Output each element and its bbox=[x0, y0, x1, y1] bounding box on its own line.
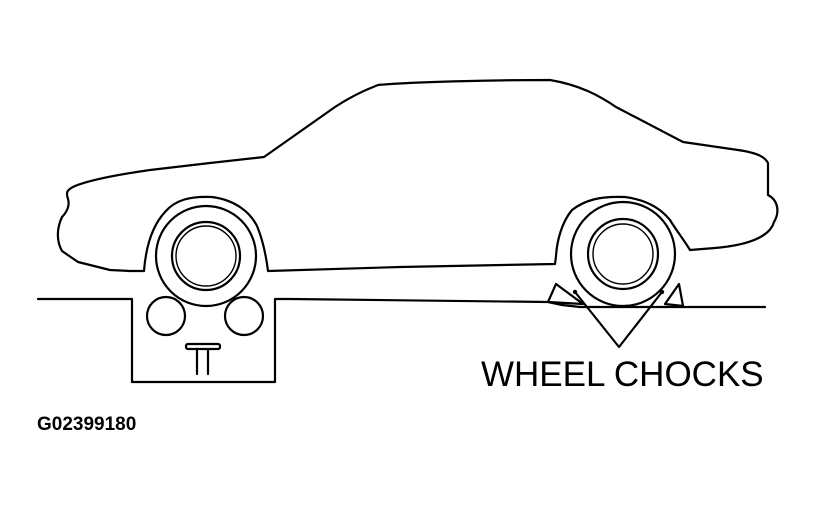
front-wheel-chock bbox=[546, 282, 585, 306]
rear-wheel-chock bbox=[663, 282, 685, 308]
pit-right-circle bbox=[223, 295, 265, 337]
rear-wheel bbox=[154, 204, 258, 308]
ground-line bbox=[36, 297, 767, 384]
lift-jack bbox=[184, 342, 222, 376]
front-wheel bbox=[569, 200, 677, 308]
leader-point-right bbox=[659, 289, 665, 295]
car-body bbox=[56, 78, 779, 273]
leader-point-left bbox=[572, 289, 578, 295]
wheel-chocks-label: WHEEL CHOCKS bbox=[481, 355, 764, 394]
figure-id-label: G02399180 bbox=[37, 414, 136, 435]
pit-left-circle bbox=[145, 295, 187, 337]
service-pit bbox=[145, 295, 265, 376]
chock-callout-leader bbox=[573, 290, 664, 349]
